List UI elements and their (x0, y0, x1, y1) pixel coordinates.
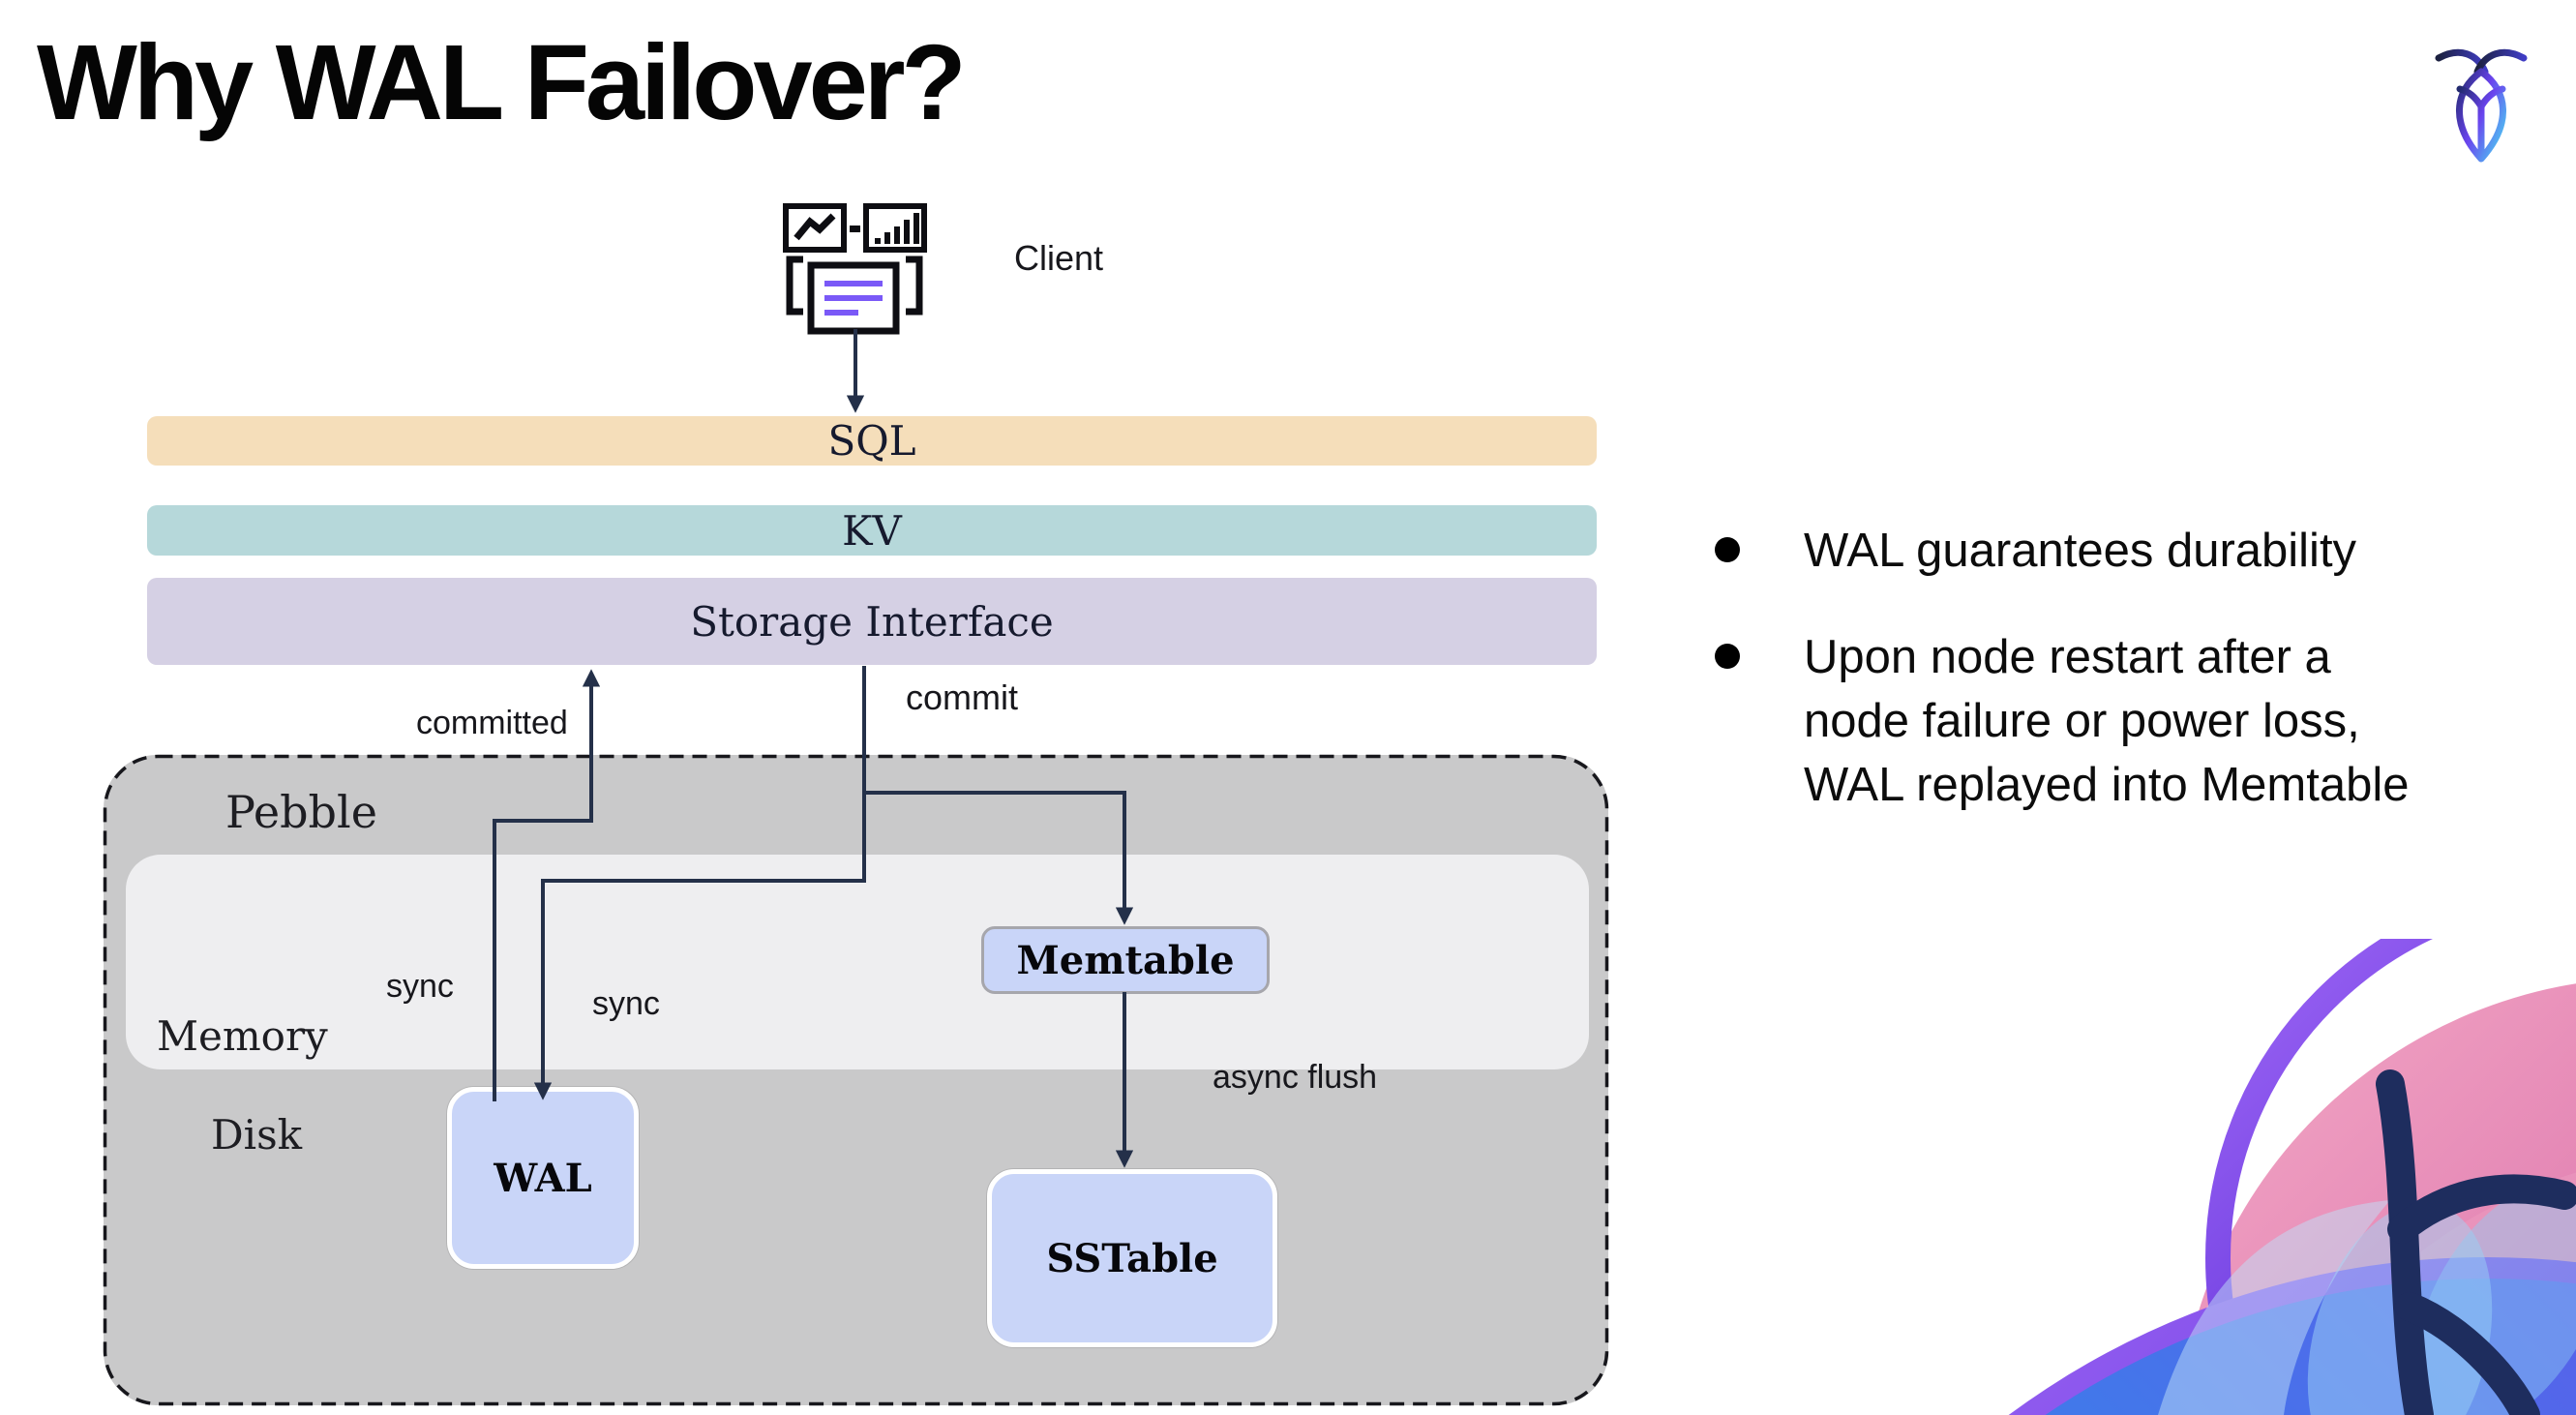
bar-chart-icon (863, 203, 927, 253)
client-app-icon (783, 203, 927, 335)
edge-label-async-flush: async flush (1213, 1059, 1378, 1096)
edge-label-sync-right: sync (592, 985, 660, 1022)
line-chart-icon (783, 203, 847, 253)
edge-label-sync-left: sync (386, 968, 454, 1005)
node-memtable: Memtable (981, 926, 1270, 994)
cockroachdb-logo-icon (2435, 48, 2528, 163)
dash-icon (850, 226, 860, 232)
pebble-label: Pebble (225, 786, 377, 838)
bullet-line: node failure or power loss, (1804, 695, 2360, 747)
bullet-dot-icon (1715, 537, 1740, 562)
bullet-line: WAL replayed into Memtable (1804, 759, 2410, 811)
memory-region (126, 855, 1589, 1069)
document-icon (807, 261, 900, 335)
layer-bar-sql: SQL (147, 416, 1597, 466)
disk-label: Disk (211, 1111, 303, 1159)
layer-bar-kv: KV (147, 505, 1597, 556)
node-sstable: SSTable (987, 1169, 1277, 1347)
memory-label: Memory (157, 1012, 328, 1060)
edge-label-commit: commit (906, 677, 1018, 717)
bullet-item: Upon node restart after a node failure o… (1715, 625, 2547, 817)
bullet-dot-icon (1715, 644, 1740, 669)
bullet-item: WAL guarantees durability (1715, 519, 2547, 583)
client-label: Client (1014, 238, 1104, 278)
decorative-corner-art (2009, 939, 2576, 1415)
terminal-brackets-icon (786, 256, 923, 316)
pebble-region (104, 755, 1608, 1405)
node-wal: WAL (447, 1087, 639, 1269)
bullet-line: WAL guarantees durability (1804, 525, 2357, 577)
slide-title: Why WAL Failover? (37, 23, 967, 142)
layer-bar-storage-interface: Storage Interface (147, 578, 1597, 665)
edge-label-committed: committed (416, 705, 568, 741)
bullet-line: Upon node restart after a (1804, 631, 2331, 683)
bullet-list: WAL guarantees durability Upon node rest… (1715, 519, 2547, 859)
